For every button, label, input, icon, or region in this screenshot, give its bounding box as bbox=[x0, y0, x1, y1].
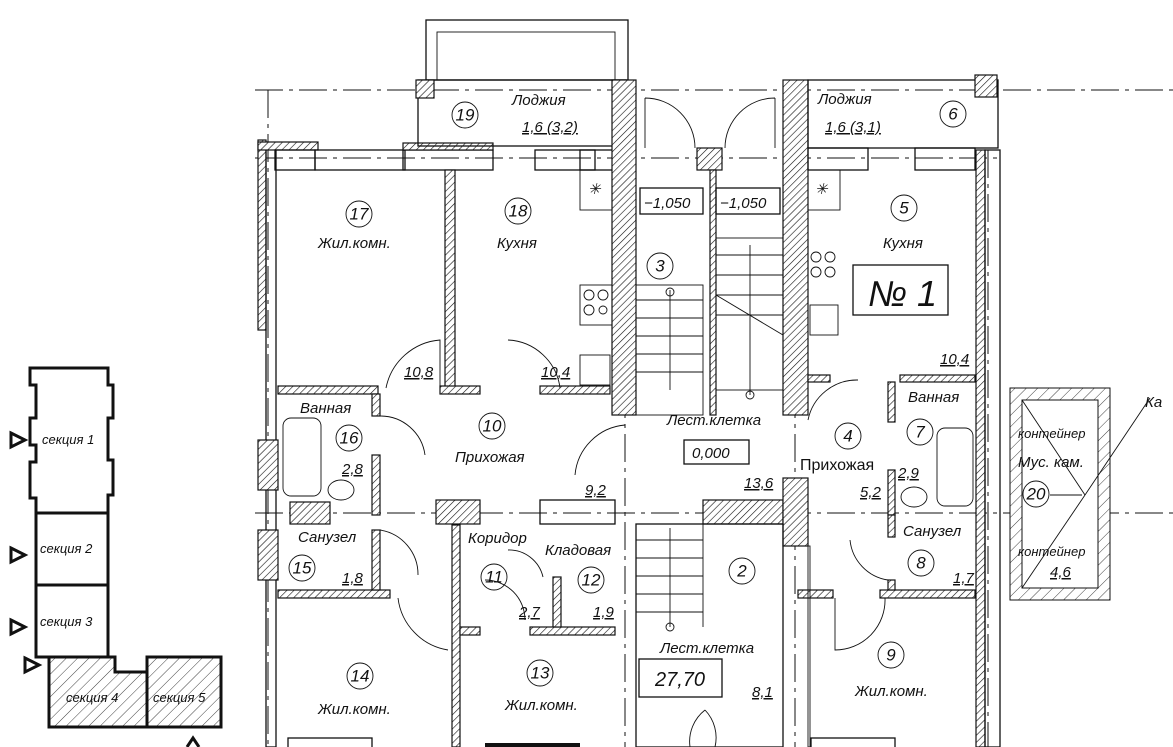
room-area: 4,6 bbox=[1050, 564, 1072, 581]
room-area: 2,7 bbox=[518, 604, 541, 621]
room-name: Жил.комн. bbox=[317, 701, 391, 718]
room-area: 2,9 bbox=[897, 465, 920, 482]
room-name: Лест.клетка bbox=[666, 412, 761, 429]
room-name: Кухня bbox=[883, 235, 923, 252]
room-name: Жил.комн. bbox=[317, 235, 391, 252]
callout-label: Ка bbox=[1145, 394, 1162, 411]
room-number: 19 bbox=[456, 106, 475, 125]
room-number: 18 bbox=[509, 202, 528, 221]
room-name: Жил.комн. bbox=[504, 697, 578, 714]
room-name: Кухня bbox=[497, 235, 537, 252]
room-number: 5 bbox=[899, 199, 909, 218]
room-name: Лест.клетка bbox=[659, 640, 754, 657]
room-area: 8,1 bbox=[752, 684, 773, 701]
room-number: 14 bbox=[351, 667, 370, 686]
room-number: 10 bbox=[483, 417, 502, 436]
room-number: 9 bbox=[886, 646, 896, 665]
room-name: Лоджия bbox=[511, 92, 566, 109]
room-number: 4 bbox=[843, 427, 852, 446]
room-number: 2 bbox=[736, 562, 747, 581]
room-area: 1,6 (3,2) bbox=[522, 119, 578, 136]
room-area: 1,9 bbox=[593, 604, 615, 621]
section-label: секция 4 bbox=[66, 690, 118, 705]
section-label: секция 2 bbox=[40, 541, 93, 556]
room-name: Ванная bbox=[300, 400, 351, 417]
svg-text:✳: ✳ bbox=[588, 181, 602, 198]
room-number: 13 bbox=[531, 664, 550, 683]
room-area: 13,6 bbox=[744, 475, 774, 492]
container-label: контейнер bbox=[1018, 426, 1085, 441]
room-labels: 19 Лоджия 1,6 (3,2) 6 Лоджия 1,6 (3,1) 1… bbox=[287, 91, 1162, 747]
room-name: Кладовая bbox=[545, 542, 611, 559]
level-mark: 0,000 bbox=[692, 445, 730, 462]
room-area: 1,7 bbox=[953, 570, 975, 587]
room-name: Жил.комн. bbox=[854, 683, 928, 700]
garbage-room bbox=[1009, 387, 1151, 601]
doors bbox=[379, 97, 889, 747]
room-number: 12 bbox=[582, 571, 601, 590]
level-mark: 27,70 bbox=[654, 669, 705, 691]
container-label: контейнер bbox=[1018, 544, 1085, 559]
room-area: 10,4 bbox=[940, 351, 969, 368]
room-area: 5,2 bbox=[860, 484, 882, 501]
room-name: Прихожая bbox=[800, 457, 874, 474]
room-name: Мус. кам. bbox=[1018, 454, 1084, 471]
room-area: 10,4 bbox=[541, 364, 570, 381]
section-label: секция 1 bbox=[42, 432, 94, 447]
room-number: 3 bbox=[655, 257, 665, 276]
level-mark: −1,050 bbox=[720, 195, 767, 212]
room-number: 11 bbox=[485, 568, 503, 587]
room-number: 17 bbox=[350, 205, 369, 224]
section-label: секция 3 bbox=[40, 614, 93, 629]
level-mark: −1,050 bbox=[644, 195, 691, 212]
room-area: 2,8 bbox=[341, 461, 364, 478]
fixtures: ✳ ✳ bbox=[282, 169, 974, 508]
room-area: 9,2 bbox=[585, 482, 607, 499]
room-number: 16 bbox=[340, 429, 359, 448]
room-name: Лоджия bbox=[817, 91, 872, 108]
room-area: 1,8 bbox=[342, 570, 364, 587]
room-number: 20 bbox=[1026, 485, 1046, 504]
room-area: 1,6 (3,1) bbox=[825, 119, 881, 136]
room-number: 6 bbox=[948, 105, 958, 124]
key-plan: секция 1 секция 2 секция 3 секция 4 секц… bbox=[9, 366, 223, 747]
room-name: Ванная bbox=[908, 389, 959, 406]
section-label: секция 5 bbox=[153, 690, 206, 705]
room-name: Санузел bbox=[903, 523, 962, 540]
svg-text:✳: ✳ bbox=[815, 181, 829, 198]
room-number: 15 bbox=[293, 559, 312, 578]
room-name: Санузел bbox=[298, 529, 357, 546]
room-name: Прихожая bbox=[455, 449, 525, 466]
walls bbox=[257, 19, 1001, 747]
room-area: 10,8 bbox=[404, 364, 434, 381]
room-name: Коридор bbox=[468, 530, 527, 547]
stairs bbox=[635, 237, 784, 632]
room-number: 8 bbox=[916, 554, 926, 573]
room-number: 7 bbox=[915, 423, 925, 442]
apartment-number: № 1 bbox=[868, 273, 937, 314]
